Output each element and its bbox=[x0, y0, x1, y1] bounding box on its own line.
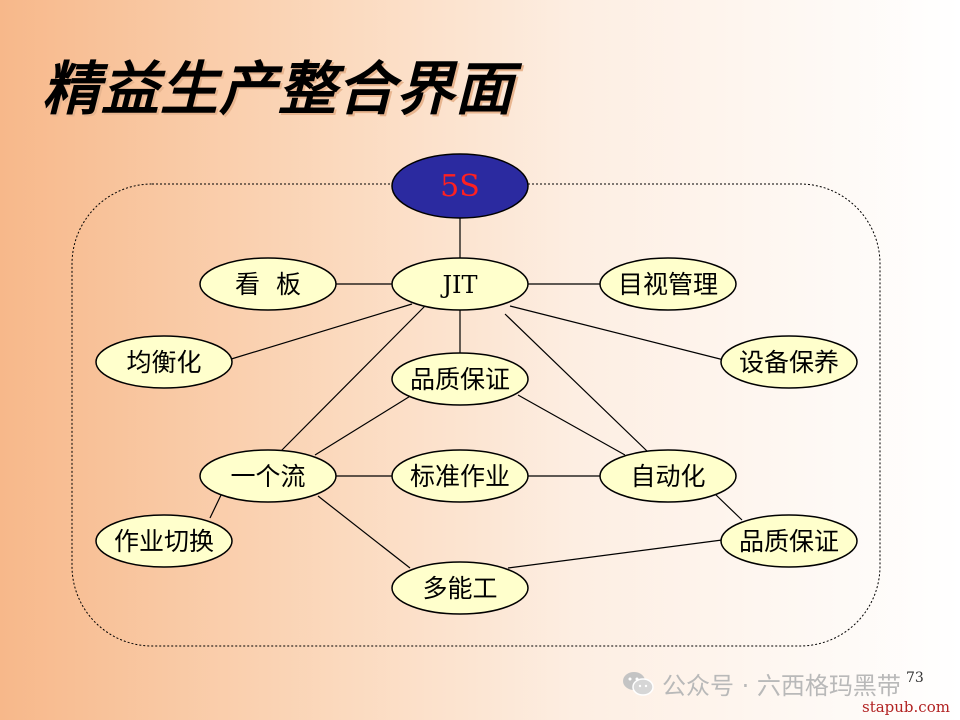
node-quality-assurance-right-label: 品质保证 bbox=[739, 527, 839, 556]
edge-quality-auto bbox=[517, 394, 626, 456]
node-5s-label: 5S bbox=[440, 169, 480, 204]
node-kanban-label: 看 板 bbox=[235, 270, 301, 299]
node-kanban: 看 板 bbox=[199, 257, 337, 311]
node-multi-skill-label: 多能工 bbox=[422, 574, 497, 603]
node-jit-label: JIT bbox=[439, 271, 477, 299]
node-one-piece-flow: 一个流 bbox=[199, 449, 337, 503]
node-quality-assurance-right: 品质保证 bbox=[720, 514, 858, 568]
edge-jit-equipment bbox=[509, 305, 725, 361]
edge-jit-leveling bbox=[227, 303, 413, 361]
node-autonomation-label: 自动化 bbox=[630, 462, 705, 491]
node-5s: 5S bbox=[391, 153, 529, 219]
watermark-text: 公众号 · 六西格玛黑带 bbox=[662, 672, 901, 700]
node-leveling-label: 均衡化 bbox=[126, 348, 201, 377]
page-title: 精益生产整合界面 bbox=[42, 55, 515, 123]
node-quality-assurance-center-label: 品质保证 bbox=[410, 365, 510, 394]
node-multi-skill: 多能工 bbox=[391, 561, 529, 615]
node-changeover: 作业切换 bbox=[95, 514, 233, 568]
edge-flow-multiskill bbox=[317, 495, 411, 569]
node-visual-management-label: 目视管理 bbox=[618, 270, 718, 299]
edge-jit-auto bbox=[504, 313, 649, 453]
node-visual-management: 目视管理 bbox=[599, 257, 737, 311]
edge-jit-flow bbox=[279, 305, 426, 453]
edge-flow-changeover bbox=[209, 492, 223, 519]
page-number: 73 bbox=[906, 670, 924, 686]
node-standard-work-label: 标准作业 bbox=[410, 462, 510, 491]
node-changeover-label: 作业切换 bbox=[114, 527, 214, 556]
node-equipment-maintenance: 设备保养 bbox=[720, 335, 858, 389]
node-standard-work: 标准作业 bbox=[391, 449, 529, 503]
node-leveling: 均衡化 bbox=[95, 335, 233, 389]
node-one-piece-flow-label: 一个流 bbox=[230, 462, 305, 491]
connectors bbox=[209, 218, 743, 569]
edge-auto-quality-right bbox=[714, 493, 743, 521]
site-link[interactable]: stapub.com bbox=[862, 698, 950, 716]
wechat-icon bbox=[623, 671, 654, 696]
watermark: 公众号 · 六西格玛黑带 bbox=[622, 666, 901, 701]
node-equipment-maintenance-label: 设备保养 bbox=[739, 348, 839, 377]
node-quality-assurance-center: 品质保证 bbox=[391, 352, 529, 406]
edge-multiskill-quality-right bbox=[507, 539, 723, 569]
node-jit: JIT bbox=[391, 257, 529, 311]
edge-quality-flow bbox=[314, 394, 413, 456]
node-autonomation: 自动化 bbox=[599, 449, 737, 503]
